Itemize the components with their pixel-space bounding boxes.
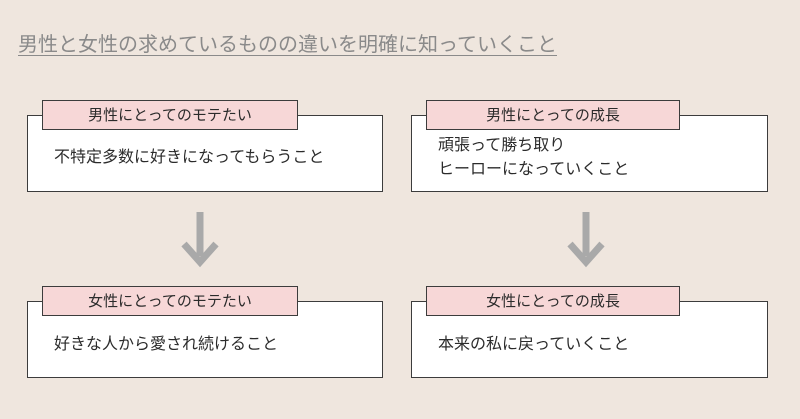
men-growth-line-1: 頑張って勝ち取り <box>438 135 566 154</box>
men-popularity-text: 不特定多数に好きになってもらうこと <box>54 145 324 169</box>
arrow-down-icon <box>567 212 605 268</box>
arrow-down-icon <box>181 212 219 268</box>
women-growth-tag: 女性にとっての成長 <box>426 286 680 316</box>
women-popularity-text: 好きな人から愛され続けること <box>54 332 278 356</box>
women-growth-line-1: 本来の私に戻っていくこと <box>438 334 630 353</box>
men-growth-text: 頑張って勝ち取り ヒーローになっていくこと <box>438 133 629 181</box>
men-popularity-tag: 男性にとってのモテたい <box>42 100 298 130</box>
women-popularity-line-1: 好きな人から愛され続けること <box>54 334 279 353</box>
women-popularity-tag: 女性にとってのモテたい <box>42 286 298 316</box>
men-growth-tag: 男性にとっての成長 <box>426 100 680 130</box>
women-growth-text: 本来の私に戻っていくこと <box>438 332 629 356</box>
page-title: 男性と女性の求めているものの違いを明確に知っていくこと <box>18 32 557 56</box>
men-growth-line-2: ヒーローになっていくこと <box>438 159 630 178</box>
men-popularity-line-1: 不特定多数に好きになってもらうこと <box>54 147 325 166</box>
